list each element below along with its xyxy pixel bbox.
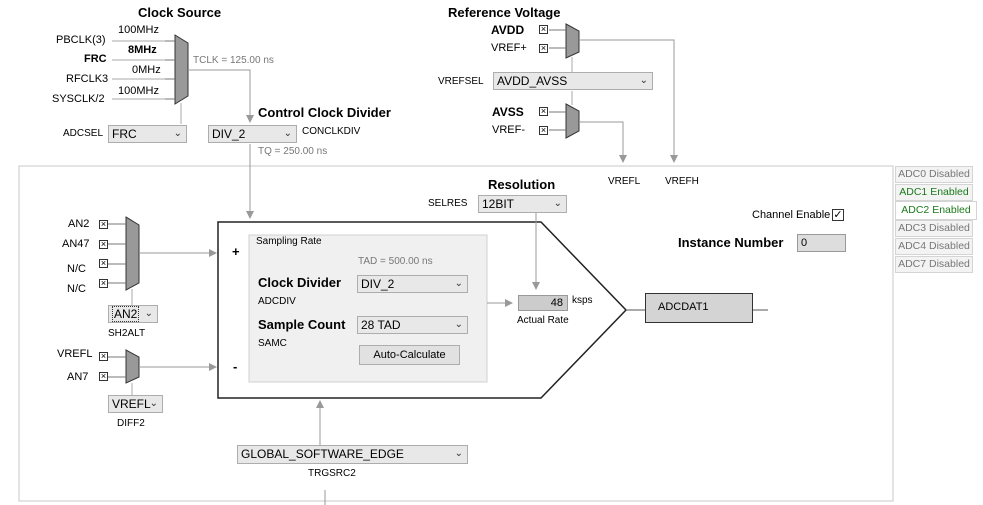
neg-input-an7: AN7 (67, 371, 89, 383)
tad-readout: TAD = 500.00 ns (358, 256, 433, 267)
clock-freq-3: 100MHz (118, 85, 159, 97)
vref-plus-label: VREF+ (491, 42, 527, 54)
chevron-down-icon: ⌄ (553, 198, 562, 209)
tab-adc0[interactable]: ADC0 Disabled (895, 166, 973, 183)
tab-adc4[interactable]: ADC4 Disabled (895, 238, 973, 255)
selres-select[interactable]: 12BIT ⌄ (478, 195, 567, 213)
adcdiv-label: ADCDIV (258, 296, 296, 307)
sh2alt-label: SH2ALT (108, 328, 146, 339)
selres-value: 12BIT (482, 197, 515, 211)
vrefsel-value: AVDD_AVSS (497, 74, 568, 88)
chevron-down-icon: ⌄ (149, 398, 158, 409)
clock-input-sysclk2: SYSCLK/2 (52, 93, 105, 105)
adcsel-select[interactable]: FRC ⌄ (108, 125, 187, 143)
diff2-value: VREFL (112, 397, 151, 411)
clock-freq-0: 100MHz (118, 24, 159, 36)
samc-select[interactable]: 28 TAD ⌄ (357, 316, 468, 334)
clock-input-pbclk3: PBCLK(3) (56, 34, 106, 46)
conclkdiv-select[interactable]: DIV_2 ⌄ (208, 125, 297, 143)
vrefl-checkbox[interactable]: × (99, 352, 108, 361)
an2-checkbox[interactable]: × (99, 220, 108, 229)
vref-minus-label: VREF- (492, 124, 525, 136)
pos-input-an47: AN47 (62, 238, 90, 250)
pos-input-nc-2: N/C (67, 283, 86, 295)
auto-calculate-button[interactable]: Auto-Calculate (359, 345, 460, 365)
clock-input-rfclk3: RFCLK3 (66, 73, 109, 85)
chevron-down-icon: ⌄ (144, 308, 153, 319)
adcdat-output-box: ADCDAT1 (645, 293, 753, 323)
trgsrc-select[interactable]: GLOBAL_SOFTWARE_EDGE ⌄ (237, 445, 468, 464)
an7-checkbox[interactable]: × (99, 372, 108, 381)
clock-divider-label: Clock Divider (258, 275, 342, 290)
diff2-select[interactable]: VREFL⌄ (108, 395, 163, 413)
tab-adc3[interactable]: ADC3 Disabled (895, 220, 973, 237)
channel-enable-label: Channel Enable (752, 209, 831, 221)
tab-adc1[interactable]: ADC1 Enabled (895, 184, 973, 201)
avss-label: AVSS (492, 105, 524, 119)
tclk-readout: TCLK = 125.00 ns (193, 55, 274, 66)
conclkdiv-value: DIV_2 (212, 127, 246, 141)
adcsel-label: ADCSEL (63, 128, 104, 139)
vrefh-output-label: VREFH (665, 176, 699, 187)
sampling-group-label: Sampling Rate (256, 236, 322, 247)
tab-adc2[interactable]: ADC2 Enabled (895, 201, 977, 220)
adcdiv-select[interactable]: DIV_2 ⌄ (357, 275, 468, 293)
neg-input-vrefl: VREFL (57, 348, 93, 360)
vrefsel-select[interactable]: AVDD_AVSS ⌄ (493, 72, 653, 90)
vrefl-output-label: VREFL (608, 176, 641, 187)
pos-input-an2: AN2 (68, 218, 90, 230)
an47-checkbox[interactable]: × (99, 240, 108, 249)
channel-enable-checkbox[interactable]: ✓ (832, 209, 844, 221)
actual-rate-label: Actual Rate (517, 315, 569, 326)
avss-checkbox[interactable]: × (539, 107, 548, 116)
rate-unit: ksps (572, 295, 593, 306)
actual-rate-value: 48 (518, 295, 568, 311)
samc-value: 28 TAD (361, 318, 401, 332)
diff2-label: DIFF2 (117, 418, 145, 429)
sh2alt-select[interactable]: AN2 ⌄ (108, 305, 158, 323)
nc1-checkbox[interactable]: × (99, 259, 108, 268)
vref-plus-checkbox[interactable]: × (539, 44, 548, 53)
vrefsel-label: VREFSEL (438, 76, 484, 87)
clock-source-title: Clock Source (138, 5, 222, 20)
chevron-down-icon: ⌄ (283, 128, 292, 139)
adcdiv-value: DIV_2 (361, 277, 395, 291)
clock-input-frc: FRC (84, 53, 107, 65)
tab-adc7[interactable]: ADC7 Disabled (895, 256, 973, 273)
vref-minus-checkbox[interactable]: × (539, 126, 548, 135)
samc-label: SAMC (258, 338, 287, 349)
selres-label: SELRES (428, 198, 468, 209)
chevron-down-icon: ⌄ (639, 75, 648, 86)
chevron-down-icon: ⌄ (454, 448, 463, 459)
clock-freq-2: 0MHz (132, 64, 161, 76)
trgsrc-label: TRGSRC2 (308, 468, 356, 479)
control-clock-title: Control Clock Divider (258, 105, 391, 120)
avdd-checkbox[interactable]: × (539, 25, 548, 34)
sh2alt-value: AN2 (112, 306, 140, 322)
minus-sign: - (233, 359, 238, 374)
adcsel-value: FRC (112, 127, 137, 141)
chevron-down-icon: ⌄ (454, 319, 463, 330)
pos-input-nc-1: N/C (67, 263, 86, 275)
tq-readout: TQ = 250.00 ns (258, 146, 328, 157)
clock-freq-1: 8MHz (128, 44, 157, 56)
instance-number-input[interactable]: 0 (797, 234, 846, 252)
plus-sign: + (232, 244, 240, 259)
sample-count-label: Sample Count (258, 317, 346, 332)
instance-number-label: Instance Number (678, 235, 784, 250)
avdd-label: AVDD (491, 23, 525, 37)
conclkdiv-label: CONCLKDIV (302, 126, 361, 137)
reference-voltage-title: Reference Voltage (448, 5, 561, 20)
trgsrc-value: GLOBAL_SOFTWARE_EDGE (241, 447, 404, 461)
chevron-down-icon: ⌄ (454, 278, 463, 289)
chevron-down-icon: ⌄ (173, 128, 182, 139)
nc2-checkbox[interactable]: × (99, 279, 108, 288)
resolution-title: Resolution (488, 177, 556, 192)
